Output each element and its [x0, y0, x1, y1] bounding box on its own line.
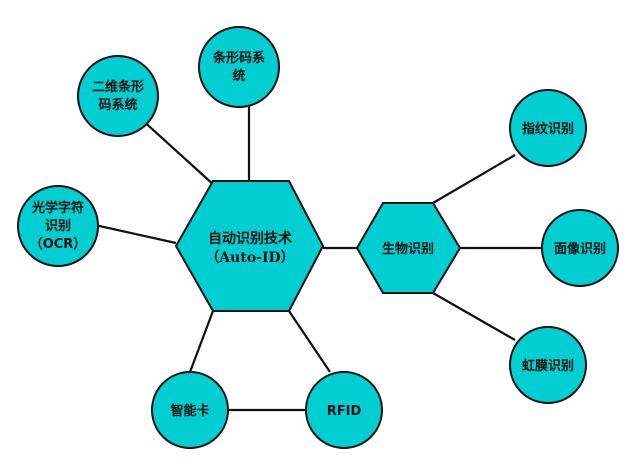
barcode-circle — [198, 26, 280, 108]
hub-title: 自动识别技术 — [208, 230, 292, 247]
bio-label: 生物识别 — [382, 241, 434, 257]
barcode2d-circle — [77, 55, 159, 137]
face-node: 面像识别 — [541, 209, 619, 287]
fingerprint-node: 指纹识别 — [509, 89, 587, 167]
fingerprint-label: 指纹识别 — [522, 121, 574, 137]
fingerprint-circle — [509, 89, 587, 167]
barcode2d-line2: 码系统 — [98, 97, 137, 113]
bio-node: 生物识别 — [355, 202, 462, 294]
rfid-node: RFID — [305, 371, 383, 449]
smartcard-node: 智能卡 — [151, 371, 229, 449]
edge-bio-iris — [432, 292, 516, 341]
bio-hexagon — [355, 202, 462, 294]
ocr-line1: 光学字符 — [31, 200, 84, 216]
iris-circle — [509, 326, 587, 404]
rfid-circle — [305, 371, 383, 449]
edge-bio-fingerprint — [432, 154, 516, 204]
ocr-circle — [17, 185, 99, 267]
edge-hub-rfid — [288, 310, 331, 373]
smartcard-circle — [151, 371, 229, 449]
barcode-line1: 条形码系 — [213, 50, 265, 66]
ocr-line2: 识别 — [45, 219, 71, 234]
edge-hub-smartcard — [188, 310, 215, 373]
hub-node: 自动识别技术 （Auto-ID） — [174, 180, 325, 312]
face-label: 面像识别 — [554, 241, 606, 257]
edge-hub-barcode2d — [139, 117, 216, 187]
iris-label: 虹膜识别 — [522, 358, 574, 374]
rfid-label: RFID — [327, 404, 362, 419]
barcode2d-node: 二维条形 码系统 — [77, 55, 159, 137]
ocr-line3: （OCR） — [30, 236, 87, 252]
hub-subtitle: （Auto-ID） — [205, 250, 294, 266]
barcode-node: 条形码系 统 — [198, 26, 280, 108]
hub-hexagon — [174, 180, 325, 312]
edge-hub-ocr — [94, 223, 177, 245]
barcode2d-line1: 二维条形 — [92, 79, 144, 95]
edges — [94, 105, 542, 412]
ocr-node: 光学字符 识别 （OCR） — [17, 185, 99, 267]
barcode-line2: 统 — [232, 68, 245, 84]
face-circle — [541, 209, 619, 287]
smartcard-label: 智能卡 — [170, 403, 209, 419]
iris-node: 虹膜识别 — [509, 326, 587, 404]
